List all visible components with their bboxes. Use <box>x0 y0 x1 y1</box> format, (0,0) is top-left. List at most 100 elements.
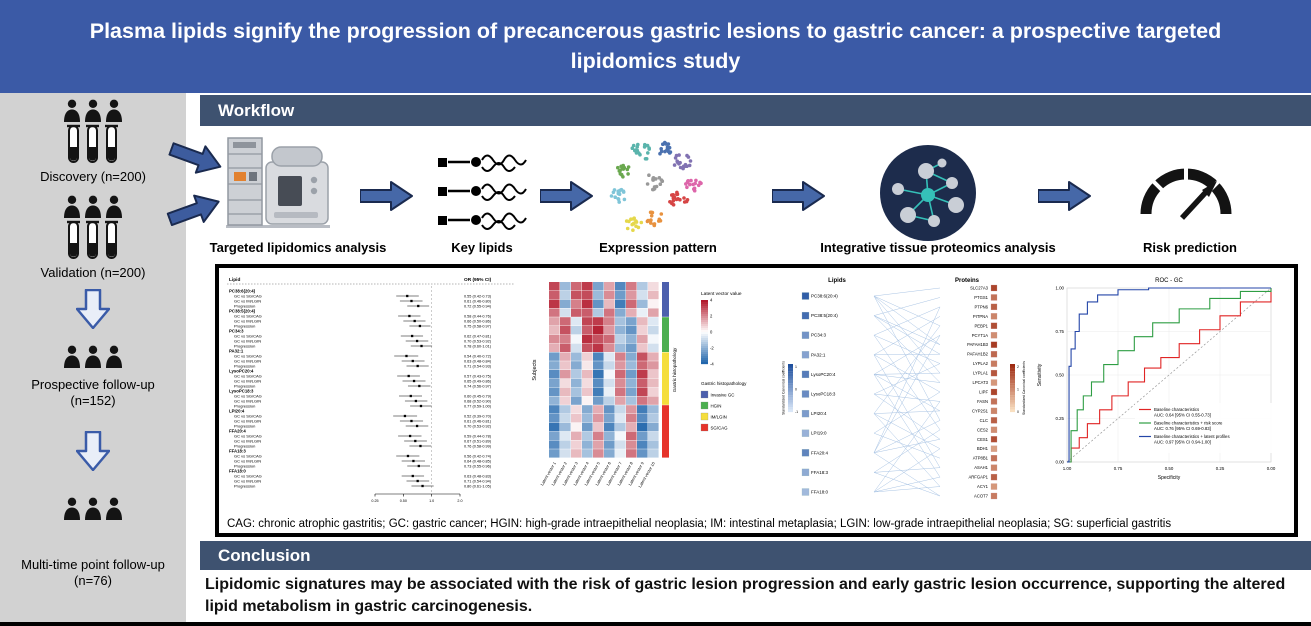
right-arrow-icon <box>539 180 594 217</box>
svg-text:GC vs SG/CAG: GC vs SG/CAG <box>234 474 262 479</box>
svg-text:FFA20:4: FFA20:4 <box>811 450 829 455</box>
svg-text:GC vs IM/LGIN: GC vs IM/LGIN <box>234 439 261 444</box>
svg-text:-4: -4 <box>710 362 714 367</box>
svg-text:-2: -2 <box>710 346 714 351</box>
svg-text:GC vs SG/CAG: GC vs SG/CAG <box>234 374 262 379</box>
svg-text:Specificity: Specificity <box>1158 475 1181 481</box>
svg-text:GC vs IM/LGIN: GC vs IM/LGIN <box>234 339 261 344</box>
svg-text:GC vs IM/LGIN: GC vs IM/LGIN <box>234 319 261 324</box>
svg-text:0.56 (0.42-0.74): 0.56 (0.42-0.74) <box>464 455 492 459</box>
svg-text:0.52 (0.39-0.70): 0.52 (0.39-0.70) <box>464 415 492 419</box>
feed-arrow-icon <box>163 134 228 188</box>
svg-text:ROC - GC: ROC - GC <box>1155 278 1183 284</box>
svg-text:AUC: 0.97 [95% CI 0.94-1.00]: AUC: 0.97 [95% CI 0.94-1.00] <box>1154 440 1211 445</box>
svg-text:0.55 (0.42-0.73): 0.55 (0.42-0.73) <box>464 295 492 299</box>
cohort-label-discovery: Discovery (n=200) <box>40 169 146 184</box>
svg-text:LYPLA1: LYPLA1 <box>973 371 989 376</box>
people-icon <box>0 195 186 218</box>
svg-text:PC38:5(20:4): PC38:5(20:4) <box>229 309 256 314</box>
svg-text:1: 1 <box>1017 388 1019 392</box>
svg-text:GC vs IM/LGIN: GC vs IM/LGIN <box>234 479 261 484</box>
svg-text:PEBP1: PEBP1 <box>974 323 988 328</box>
svg-text:0.64 (0.48-0.85): 0.64 (0.48-0.85) <box>464 460 492 464</box>
svg-text:PC38:6(20:4): PC38:6(20:4) <box>229 289 256 294</box>
svg-text:FFA18:3: FFA18:3 <box>229 449 246 454</box>
svg-text:ATP8B1: ATP8B1 <box>973 456 989 461</box>
svg-text:-1: -1 <box>795 410 798 414</box>
svg-text:LPI20:4: LPI20:4 <box>811 411 827 416</box>
svg-text:Standardized Canonical coeffic: Standardized Canonical coefficients <box>782 361 786 415</box>
workflow-header-label: Workflow <box>218 100 295 120</box>
svg-text:1: 1 <box>795 365 797 369</box>
svg-text:Progression: Progression <box>234 324 255 329</box>
cohort-sidebar: Discovery (n=200) Validation (n=200) <box>0 93 186 626</box>
svg-text:0.62 (0.47-0.81): 0.62 (0.47-0.81) <box>464 335 492 339</box>
test-tubes-icon <box>0 219 186 261</box>
svg-text:Progression: Progression <box>234 444 255 449</box>
svg-text:0.50: 0.50 <box>400 499 407 503</box>
svg-text:CES1: CES1 <box>977 437 989 442</box>
svg-text:1.0: 1.0 <box>429 499 434 503</box>
svg-text:Progression: Progression <box>234 424 255 429</box>
svg-text:GC vs SG/CAG: GC vs SG/CAG <box>234 334 262 339</box>
svg-text:PC38:5(20:4): PC38:5(20:4) <box>811 313 838 318</box>
people-icon <box>0 497 186 520</box>
conclusion-header: Conclusion <box>200 541 1311 570</box>
svg-text:Lipid: Lipid <box>229 277 240 283</box>
svg-text:0.75: 0.75 <box>1114 466 1123 471</box>
svg-text:BDH1: BDH1 <box>977 446 989 451</box>
svg-text:FFA18:3: FFA18:3 <box>811 470 829 475</box>
svg-text:Baseline characteristics + lat: Baseline characteristics + latent profil… <box>1154 434 1230 439</box>
feed-arrow-icon <box>163 186 228 240</box>
svg-text:Subjects: Subjects <box>532 359 538 380</box>
svg-text:AUC: 0.76 [95% CI 0.69-0.83]: AUC: 0.76 [95% CI 0.69-0.83] <box>1154 426 1211 431</box>
svg-text:2: 2 <box>1017 365 1019 369</box>
svg-text:Progression: Progression <box>234 384 255 389</box>
svg-text:Gastric histopathology: Gastric histopathology <box>672 347 677 392</box>
people-icon <box>0 345 186 368</box>
svg-text:LysoPC20:4: LysoPC20:4 <box>229 369 254 374</box>
step-label-risk-prediction: Risk prediction <box>1143 240 1237 255</box>
svg-text:FASN: FASN <box>977 399 988 404</box>
svg-text:Progression: Progression <box>234 464 255 469</box>
title-banner: Plasma lipids signify the progression of… <box>0 0 1311 93</box>
svg-text:LYPLA2: LYPLA2 <box>973 361 989 366</box>
svg-text:0.70 (0.53-0.92): 0.70 (0.53-0.92) <box>464 425 492 429</box>
svg-text:GC vs IM/LGIN: GC vs IM/LGIN <box>234 379 261 384</box>
svg-text:FFA20:4: FFA20:4 <box>229 429 246 434</box>
svg-text:0.71 (0.54-0.93): 0.71 (0.54-0.93) <box>464 365 492 369</box>
svg-text:0.25: 0.25 <box>371 499 378 503</box>
svg-text:GC vs SG/CAG: GC vs SG/CAG <box>234 294 262 299</box>
svg-text:0.66 (0.50-0.86): 0.66 (0.50-0.86) <box>464 320 492 324</box>
svg-text:GC vs IM/LGIN: GC vs IM/LGIN <box>234 299 261 304</box>
conclusion-header-label: Conclusion <box>218 545 311 565</box>
svg-text:Progression: Progression <box>234 304 255 309</box>
svg-text:PITPNA: PITPNA <box>973 314 988 319</box>
svg-text:1.00: 1.00 <box>1063 466 1072 471</box>
svg-text:0.76 (0.58-0.99): 0.76 (0.58-0.99) <box>464 445 492 449</box>
svg-text:0.74 (0.56-0.97): 0.74 (0.56-0.97) <box>464 385 492 389</box>
svg-text:Progression: Progression <box>234 404 255 409</box>
svg-text:LPI19:0: LPI19:0 <box>811 431 827 436</box>
svg-text:0.63 (0.48-0.84): 0.63 (0.48-0.84) <box>464 360 492 364</box>
svg-text:0.57 (0.43-0.75): 0.57 (0.43-0.75) <box>464 375 492 379</box>
svg-text:PA32:1: PA32:1 <box>229 349 244 354</box>
svg-text:PC38:6(20:4): PC38:6(20:4) <box>811 294 838 299</box>
svg-text:Latent vector value: Latent vector value <box>701 291 742 297</box>
svg-text:GC vs SG/CAG: GC vs SG/CAG <box>234 314 262 319</box>
svg-text:0.65 (0.49-0.86): 0.65 (0.49-0.86) <box>464 380 492 384</box>
svg-text:Proteins: Proteins <box>955 278 980 284</box>
right-arrow-icon <box>359 180 414 217</box>
gauge-icon <box>1136 150 1236 237</box>
svg-text:4: 4 <box>710 298 713 303</box>
step-label-key-lipids: Key lipids <box>451 240 513 255</box>
svg-text:PAFAH1B3: PAFAH1B3 <box>967 342 989 347</box>
svg-text:0.50: 0.50 <box>1165 466 1174 471</box>
right-arrow-icon <box>1037 180 1092 217</box>
svg-text:FFA18:0: FFA18:0 <box>229 469 246 474</box>
svg-text:PC34:3: PC34:3 <box>811 333 827 338</box>
